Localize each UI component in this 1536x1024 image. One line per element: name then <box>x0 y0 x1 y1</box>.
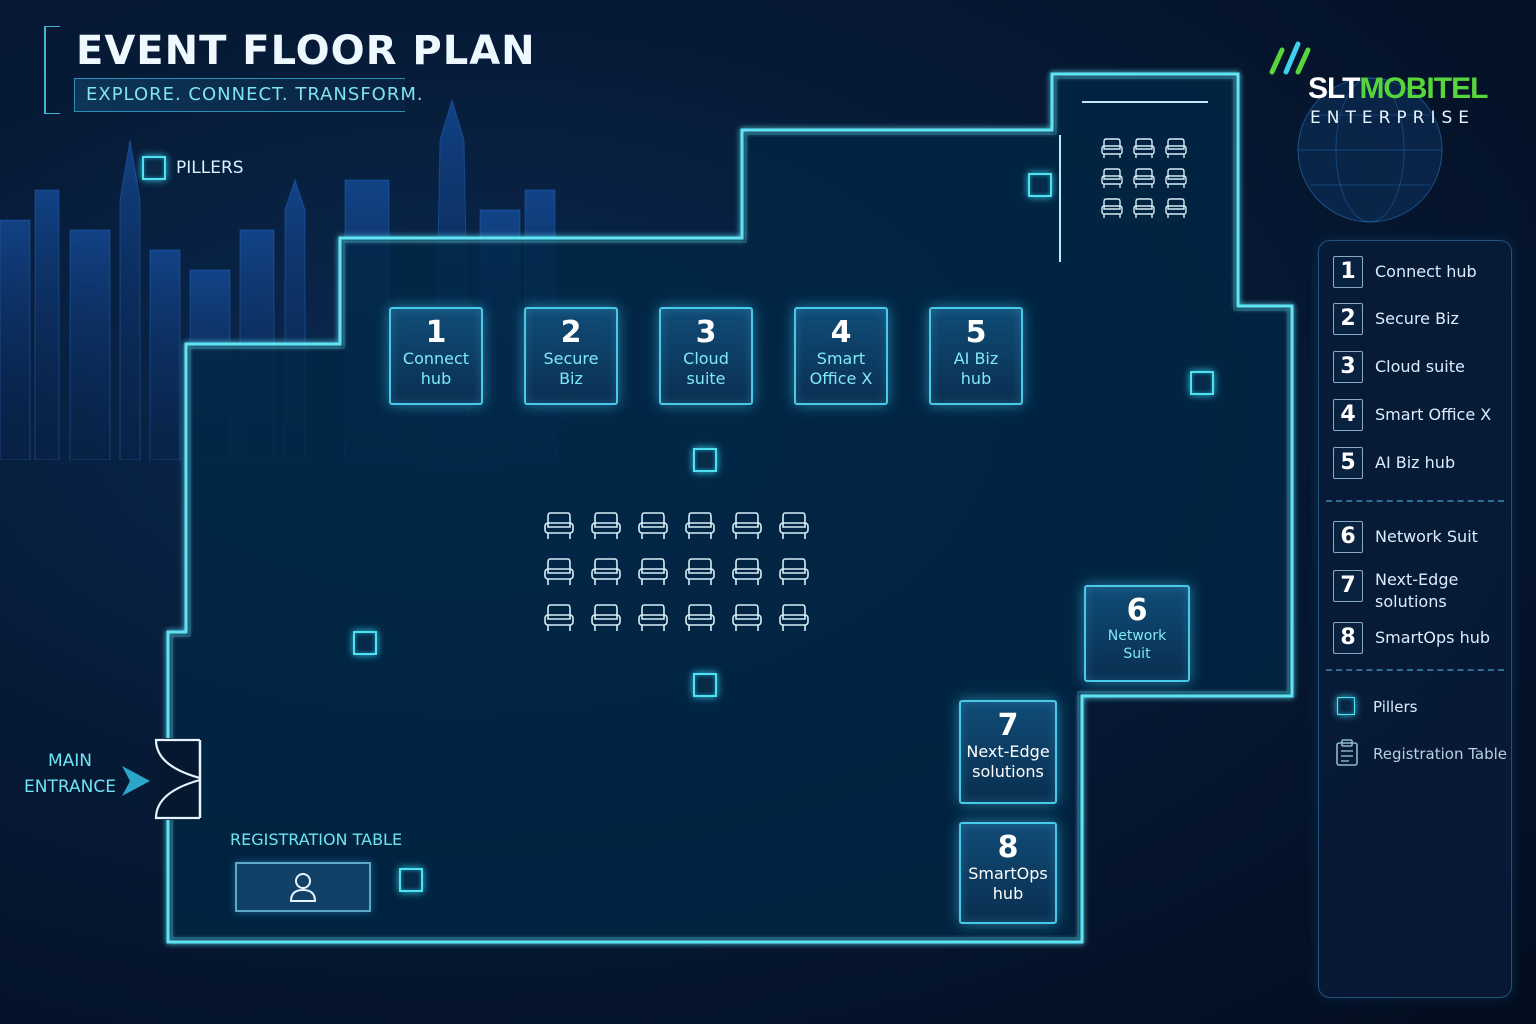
legend-number-5: 5 <box>1333 447 1363 479</box>
entrance-line1: MAIN <box>47 751 93 771</box>
booth-1[interactable]: 1 Connect hub <box>389 307 483 405</box>
booth-4[interactable]: 4 Smart Office X <box>794 307 888 405</box>
brand-subtitle: ENTERPRISE <box>1310 108 1476 128</box>
booth-5[interactable]: 5 AI Biz hub <box>929 307 1023 405</box>
logo-slash-icon <box>1269 41 1311 75</box>
booth-name-line2: suite <box>686 369 726 388</box>
booth-name-line2: hub <box>960 369 992 388</box>
booth-name-line2: Suit <box>1123 646 1151 662</box>
tagline-box <box>74 78 405 112</box>
main-seating-area <box>544 512 809 632</box>
legend-label-4: Smart Office X <box>1375 405 1492 424</box>
booth-6[interactable]: 6 Network Suit <box>1084 585 1190 682</box>
booth-2[interactable]: 2 Secure Biz <box>524 307 618 405</box>
legend-label-3: Cloud suite <box>1375 357 1465 376</box>
booth-8[interactable]: 8 SmartOps hub <box>959 822 1057 924</box>
booth-name-line1: Connect <box>402 349 470 368</box>
pillar-legend-icon <box>142 156 166 180</box>
booth-3[interactable]: 3 Cloud suite <box>659 307 753 405</box>
legend-number-8: 8 <box>1333 622 1363 654</box>
booth-name-line2: Office X <box>809 369 873 388</box>
entrance-door-icon[interactable] <box>150 736 206 822</box>
booth-name-line1: Network <box>1107 628 1167 644</box>
booth-7[interactable]: 7 Next-Edge solutions <box>959 700 1057 804</box>
pillar <box>693 673 717 697</box>
booth-number: 7 <box>997 708 1019 743</box>
clipboard-icon <box>1336 739 1358 766</box>
main-entrance-label: MAIN ENTRANCE <box>20 748 120 800</box>
booth-name-line1: SmartOps <box>968 864 1048 883</box>
legend-separator <box>1326 669 1504 671</box>
legend-pillar-icon <box>1337 697 1355 715</box>
chair-row-3 <box>544 604 809 632</box>
registration-table-label: REGISTRATION TABLE <box>230 830 403 849</box>
legend-separator <box>1326 500 1504 502</box>
booth-name-line2: Biz <box>559 369 583 388</box>
legend-number-1: 1 <box>1333 256 1363 288</box>
booth-number: 1 <box>425 315 447 350</box>
legend-number-3: 3 <box>1333 351 1363 383</box>
booth-name-line1: Secure <box>543 349 599 368</box>
booth-name-line2: hub <box>992 884 1024 903</box>
booth-number: 2 <box>560 315 582 350</box>
booth-number: 8 <box>997 830 1019 865</box>
booth-name-line2: hub <box>420 369 452 388</box>
pillar <box>1190 371 1214 395</box>
person-icon <box>289 873 317 902</box>
booth-name-line1: Cloud <box>683 349 729 368</box>
tagline: EXPLORE. CONNECT. TRANSFORM. <box>86 84 424 105</box>
brand-mobitel: MOBITEL <box>1359 72 1488 105</box>
legend-label-2: Secure Biz <box>1375 309 1459 328</box>
entrance-line2: ENTRANCE <box>24 777 116 797</box>
legend-label-1: Connect hub <box>1375 262 1477 281</box>
chair-row-2 <box>544 558 809 586</box>
legend-number-4: 4 <box>1333 399 1363 431</box>
legend-pillars-label: Pillers <box>1373 698 1418 716</box>
legend-label-5: AI Biz hub <box>1375 453 1456 472</box>
small-room-seating <box>1101 138 1187 219</box>
booth-name-line1: Smart <box>816 349 866 368</box>
pillar <box>1028 173 1052 197</box>
entrance-arrow-icon <box>122 766 150 796</box>
chair-row-1 <box>544 512 809 540</box>
booth-number: 5 <box>965 315 987 350</box>
legend-label-7: Next-Edge solutions <box>1375 570 1459 611</box>
pillar-legend-label: PILLERS <box>176 158 244 178</box>
legend-number-7: 7 <box>1333 570 1363 602</box>
legend-label-8: SmartOps hub <box>1375 628 1491 647</box>
booth-name-line2: solutions <box>972 762 1044 781</box>
booth-number: 6 <box>1126 593 1148 628</box>
booth-name-line1: Next-Edge <box>966 742 1050 761</box>
booth-name-line1: AI Biz <box>953 349 999 368</box>
booth-number: 4 <box>830 315 852 350</box>
legend-number-6: 6 <box>1333 521 1363 553</box>
brand-slt: SLT <box>1308 72 1360 105</box>
pillar <box>399 868 423 892</box>
registration-table[interactable] <box>235 862 371 912</box>
booth-number: 3 <box>695 315 717 350</box>
page-title: EVENT FLOOR PLAN <box>76 28 536 74</box>
brand-logo: SLTMOBITEL <box>1308 72 1488 106</box>
legend-number-2: 2 <box>1333 303 1363 335</box>
legend-label-6: Network Suit <box>1375 527 1478 546</box>
pillar <box>353 631 377 655</box>
globe-graphic <box>1297 77 1443 223</box>
legend-registration-label: Registration Table <box>1373 745 1508 763</box>
title-decoration <box>44 26 60 114</box>
pillar <box>693 448 717 472</box>
